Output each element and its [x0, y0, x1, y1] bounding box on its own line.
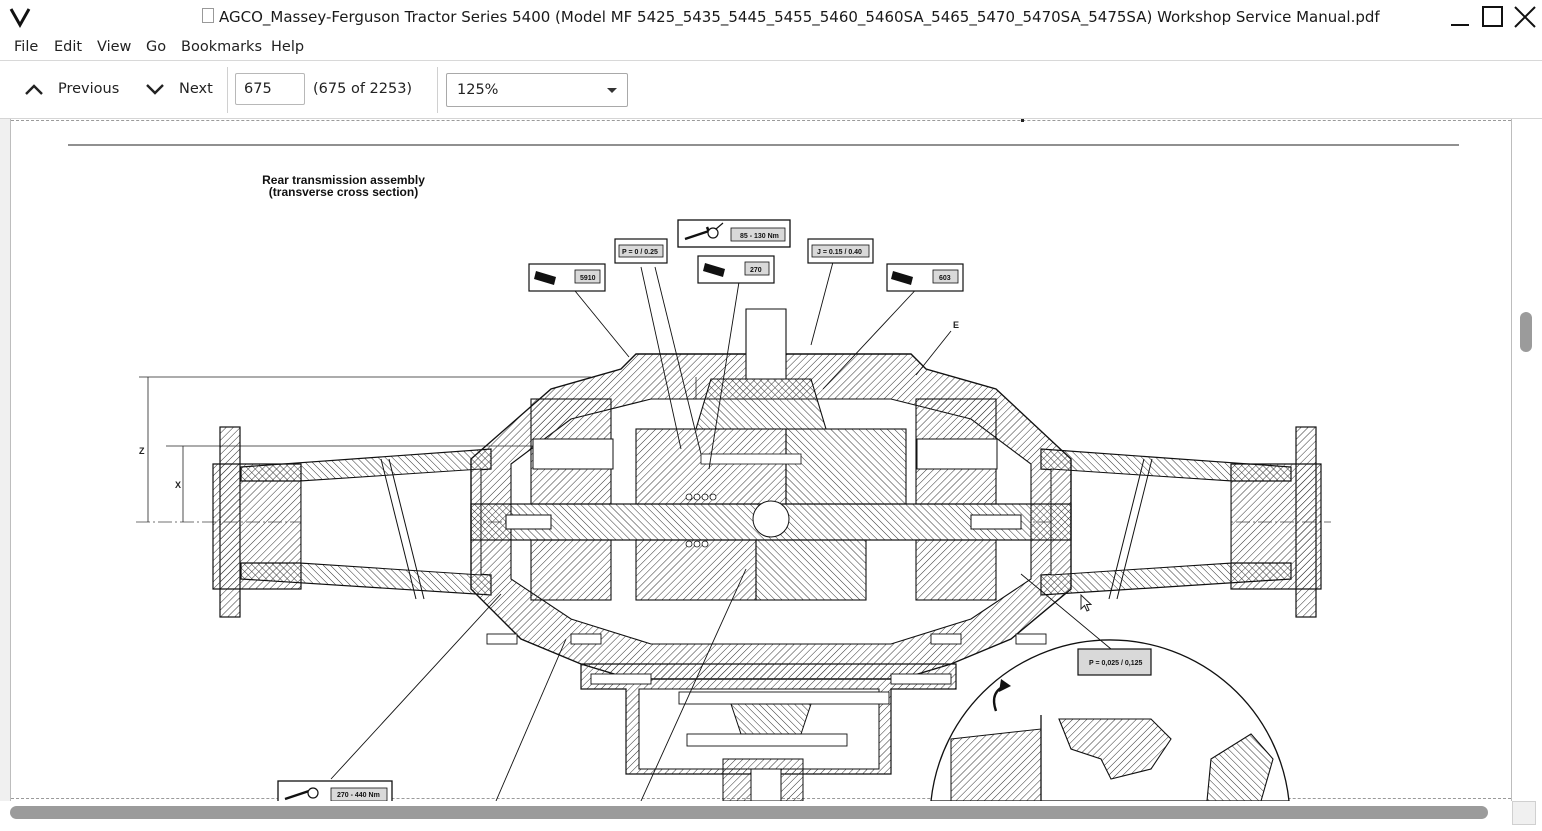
maximize-icon[interactable]: [1481, 5, 1505, 29]
horizontal-scroll-thumb[interactable]: [10, 806, 1488, 819]
figure-caption: Rear transmission assembly (transverse c…: [241, 174, 446, 198]
page-number-input[interactable]: [235, 73, 305, 105]
menu-bar: File Edit View Go Bookmarks Help: [0, 35, 1542, 61]
menu-go[interactable]: Go: [146, 39, 167, 55]
app-logo-icon[interactable]: [8, 5, 32, 29]
callout-preload-p: P = 0 / 0.25: [614, 238, 668, 264]
document-icon: [202, 8, 214, 23]
zoom-value: 125%: [457, 82, 499, 98]
dimension-z: Z: [139, 446, 145, 456]
caption-line-2: (transverse cross section): [268, 185, 419, 199]
sealant-603-label: 603: [939, 275, 951, 282]
dimension-e: E: [953, 320, 959, 330]
next-label: Next: [179, 81, 213, 97]
preload-p-lower-label: P = 0,025 / 0,125: [1089, 660, 1142, 667]
dropdown-arrow-icon: [607, 88, 617, 93]
zoom-select[interactable]: 125%: [446, 73, 628, 107]
previous-button[interactable]: Previous: [24, 73, 119, 105]
toolbar-separator: [227, 67, 228, 113]
chevron-down-icon: [146, 84, 164, 95]
mouse-cursor-icon: [1080, 594, 1092, 612]
menu-edit[interactable]: Edit: [54, 39, 83, 55]
menu-bookmarks[interactable]: Bookmarks: [181, 39, 263, 55]
title-bar: AGCO_Massey-Ferguson Tractor Series 5400…: [0, 0, 1542, 35]
callout-torque-85-130: 85 - 130 Nm: [677, 219, 791, 248]
dimension-x: X: [175, 480, 181, 490]
callout-sealant-5910: 5910: [528, 263, 606, 292]
vertical-scroll-thumb[interactable]: [1520, 312, 1532, 352]
toolbar-separator: [437, 67, 438, 113]
pdf-page: Rear transmission assembly (transverse c…: [10, 119, 1512, 801]
caption-line-1: Rear transmission assembly: [262, 173, 425, 187]
backlash-j-label: J = 0.15 / 0.40: [817, 249, 862, 256]
callout-torque-270-440: 270 - 440 Nm: [277, 780, 393, 801]
rear-transmission-drawing: Z X Y E: [68, 119, 1459, 801]
sealant-5910-label: 5910: [580, 275, 596, 282]
callout-sealant-603: 603: [886, 263, 964, 292]
page-top-edge: [11, 120, 1511, 121]
menu-view[interactable]: View: [97, 39, 132, 55]
callout-sealant-270: 270: [697, 255, 775, 284]
toolbar: Previous Next (675 of 2253) 125%: [0, 61, 1542, 119]
window-title: AGCO_Massey-Ferguson Tractor Series 5400…: [202, 8, 1380, 26]
preload-p-label: P = 0 / 0.25: [622, 249, 658, 256]
menu-file[interactable]: File: [14, 39, 39, 55]
callout-preload-p-lower: P = 0,025 / 0,125: [1077, 648, 1152, 676]
vertical-scrollbar[interactable]: [1512, 119, 1542, 801]
page-count: (675 of 2253): [313, 81, 413, 97]
menu-help[interactable]: Help: [271, 39, 305, 55]
close-icon[interactable]: [1513, 5, 1537, 29]
window-title-text: AGCO_Massey-Ferguson Tractor Series 5400…: [219, 8, 1380, 26]
document-viewport[interactable]: Rear transmission assembly (transverse c…: [0, 119, 1542, 831]
sealant-270-label: 270: [750, 267, 762, 274]
chevron-up-icon: [25, 84, 43, 95]
horizontal-scrollbar[interactable]: [0, 801, 1542, 831]
torque-270-440-label: 270 - 440 Nm: [337, 792, 380, 799]
callout-backlash-j: J = 0.15 / 0.40: [807, 238, 874, 264]
next-button[interactable]: Next: [145, 73, 213, 105]
torque-85-130-label: 85 - 130 Nm: [740, 233, 779, 240]
minimize-icon[interactable]: [1449, 5, 1473, 29]
previous-label: Previous: [58, 81, 120, 97]
scrollbar-corner: [1512, 801, 1536, 825]
